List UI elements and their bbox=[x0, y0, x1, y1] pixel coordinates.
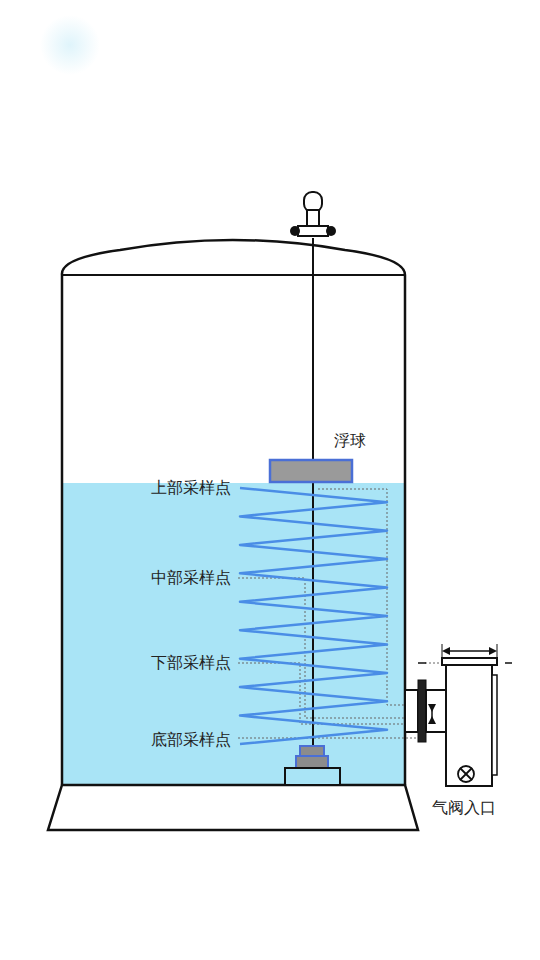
float-ball bbox=[270, 460, 352, 482]
guide-rod bbox=[312, 238, 314, 748]
side-valve bbox=[405, 644, 512, 786]
sampling-point-label: 下部采样点 bbox=[151, 653, 231, 673]
faint-blob bbox=[40, 15, 100, 75]
sampling-point-label: 上部采样点 bbox=[151, 478, 231, 498]
bottom-mount bbox=[285, 746, 340, 785]
dome-seam bbox=[62, 274, 405, 276]
top-valve bbox=[290, 192, 336, 236]
valve-inlet-label: 气阀入口 bbox=[432, 798, 496, 818]
sampling-point-label: 中部采样点 bbox=[151, 568, 231, 588]
tank-base bbox=[48, 785, 418, 830]
sampling-point-label: 底部采样点 bbox=[151, 730, 231, 750]
water bbox=[62, 483, 405, 785]
spring-coil bbox=[240, 488, 387, 744]
tank-wall bbox=[62, 240, 405, 785]
float-label: 浮球 bbox=[334, 431, 366, 451]
